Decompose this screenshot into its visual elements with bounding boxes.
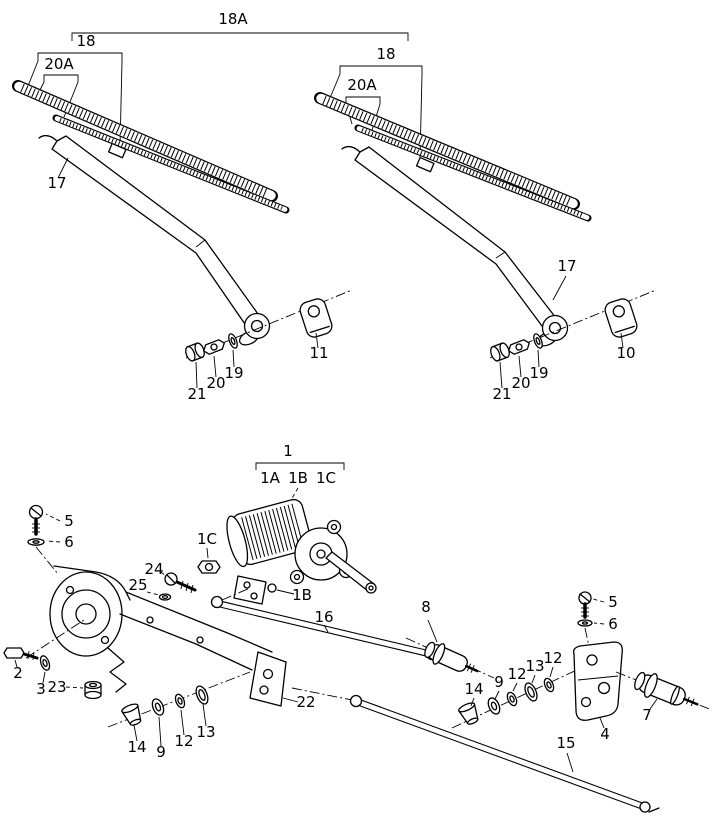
part-10-bracket [604, 298, 638, 338]
callout-2: 2 [13, 664, 23, 682]
callout-9-left: 9 [156, 743, 166, 761]
wiper-blade-frame-left [12, 80, 278, 202]
callout-5-left: 5 [64, 512, 74, 530]
part-13-washer-left [195, 685, 209, 705]
callout-21-left: 21 [187, 385, 206, 403]
part-1C-nut [197, 560, 221, 574]
part-14-cap-left [121, 703, 142, 726]
callout-15: 15 [556, 734, 575, 752]
part-6-washer-left [27, 538, 45, 546]
wiper-motor [226, 498, 377, 594]
linkage-rod-15 [291, 687, 660, 813]
callout-14-left: 14 [127, 738, 146, 756]
callout-11: 11 [309, 344, 328, 362]
callout-1A: 1A [260, 469, 281, 487]
part-19-washer-right [533, 333, 543, 349]
part-20-nut-right [508, 339, 530, 355]
part-12-ring-left [174, 693, 186, 709]
callout-18A: 18A [218, 10, 248, 28]
wiper-blade-frame-right [314, 92, 580, 210]
part-23-grommet [84, 680, 102, 700]
callout-17-right: 17 [557, 257, 576, 275]
callout-1B-top: 1B [288, 469, 308, 487]
callout-17-left: 17 [47, 174, 66, 192]
callout-19-left: 19 [224, 364, 243, 382]
callout-8: 8 [421, 598, 431, 616]
part-13-washer-right [524, 682, 538, 702]
callout-12-left: 12 [174, 732, 193, 750]
mounting-frame [49, 565, 287, 707]
part-12-ring-right-b [543, 677, 555, 693]
wiper-arm-right [341, 145, 557, 331]
wiper-assembly-right: 18 20A [314, 45, 657, 403]
callout-4: 4 [600, 725, 610, 743]
part-21-cap-left [185, 342, 205, 362]
wiper-blade-rubber-left [52, 114, 290, 214]
part-5-screw-left [28, 504, 44, 536]
callout-6-left: 6 [64, 533, 74, 551]
callout-3: 3 [36, 680, 46, 698]
callout-9-right: 9 [494, 673, 504, 691]
motor-crank-arm [325, 551, 377, 594]
callout-13-right: 13 [525, 657, 544, 675]
bracket-18A: 18A [71, 10, 409, 41]
part-7-bearing [634, 671, 699, 707]
part-14-cap-right [458, 702, 479, 725]
wiper-blade-rubber-right [354, 124, 592, 222]
part-21-cap-right [490, 342, 510, 362]
callout-20A-left: 20A [44, 55, 74, 73]
part-6-washer-right [577, 619, 593, 627]
callout-1C-mid: 1C [197, 530, 217, 548]
part-8-bearing [424, 641, 479, 673]
part-25-washer [158, 593, 172, 601]
callout-1B-mid: 1B [292, 586, 312, 604]
top-section: 18A 18 20A [12, 10, 657, 403]
callout-19-right: 19 [529, 364, 548, 382]
part-4-bracket [572, 641, 623, 721]
callout-1: 1 [283, 442, 293, 460]
callout-20-right: 20 [511, 374, 530, 392]
callout-14-right: 14 [464, 680, 483, 698]
blade-clip-right [415, 156, 435, 173]
part-1B-bracket [233, 575, 277, 605]
part-5-screw-right [578, 591, 592, 619]
callout-12-right-b: 12 [543, 649, 562, 667]
callout-10: 10 [616, 344, 635, 362]
part-19-washer-left [228, 333, 238, 349]
bracket-18-left: 18 [27, 32, 123, 148]
blade-clip-left [107, 142, 127, 159]
part-9-ring-right [487, 697, 501, 715]
callout-24: 24 [144, 560, 163, 578]
callout-7: 7 [642, 706, 652, 724]
callout-18-left: 18 [76, 32, 95, 50]
bottom-section: 1 1A 1B 1C [3, 442, 713, 813]
part-11-bracket [299, 298, 333, 338]
callout-12-right-a: 12 [507, 665, 526, 683]
wiper-assembly-left: 18 20A [12, 32, 353, 403]
motor-group-labels: 1 1A 1B 1C [255, 442, 345, 501]
part-2-bolt [3, 647, 39, 661]
callout-20-left: 20 [206, 374, 225, 392]
part-12-ring-right-a [506, 691, 518, 707]
callout-18-right: 18 [376, 45, 395, 63]
wiper-arm-left [38, 134, 259, 328]
callout-23: 23 [47, 678, 66, 696]
part-20-nut-left [203, 339, 225, 355]
callout-22: 22 [296, 693, 315, 711]
callout-1C-top: 1C [316, 469, 336, 487]
callout-20A-right: 20A [347, 76, 377, 94]
part-9-ring-left [151, 698, 165, 716]
part-24-screw [164, 572, 197, 594]
callout-25: 25 [128, 576, 147, 594]
callout-21-right: 21 [492, 385, 511, 403]
callout-6-right: 6 [608, 615, 618, 633]
callout-13-left: 13 [196, 723, 215, 741]
part-3-washer [39, 655, 51, 671]
callout-16: 16 [314, 608, 333, 626]
callout-5-right: 5 [608, 593, 618, 611]
